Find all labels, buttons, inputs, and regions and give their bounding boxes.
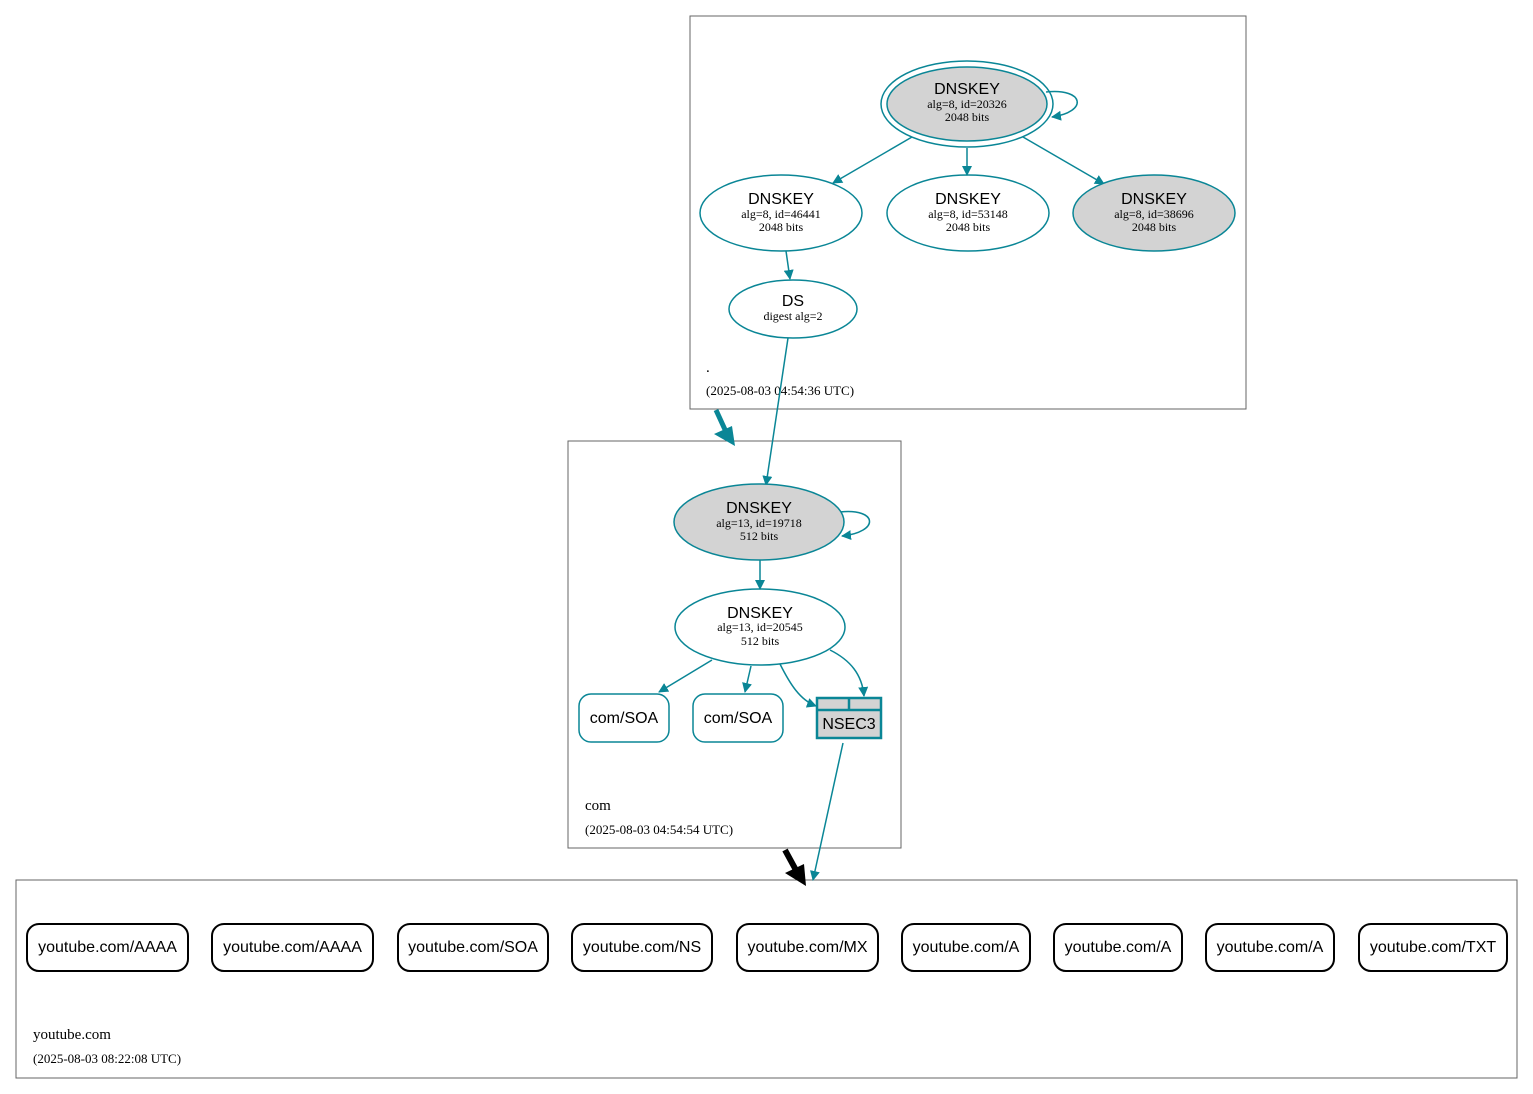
node-title: DNSKEY [935, 191, 1001, 208]
node-label: com/SOA [704, 710, 773, 727]
record-label: youtube.com/AAAA [38, 939, 177, 956]
node-title: DS [782, 293, 804, 310]
node-detail: 512 bits [741, 634, 780, 648]
delegation-com-to-youtube [782, 848, 806, 886]
node-detail: alg=8, id=38696 [1114, 207, 1194, 221]
edge-root-ksk-self [1045, 90, 1078, 121]
edge-com-zsk-to-soa2 [742, 665, 752, 693]
zone-com-box [567, 440, 902, 849]
node-title: DNSKEY [727, 605, 793, 622]
node-root-dnskey-38696[interactable]: DNSKEY alg=8, id=38696 2048 bits [1072, 174, 1236, 252]
node-title: DNSKEY [726, 500, 792, 517]
record-node[interactable]: youtube.com/SOA [397, 923, 549, 972]
record-node[interactable]: youtube.com/A [1053, 923, 1183, 972]
node-com-nsec3[interactable]: NSEC3 [815, 696, 883, 740]
edge-com-ksk-self [839, 510, 871, 541]
zone-youtube-timestamp: (2025-08-03 08:22:08 UTC) [33, 1051, 181, 1066]
node-detail: 512 bits [740, 529, 779, 543]
zone-youtube: youtube.com (2025-08-03 08:22:08 UTC) [15, 879, 1518, 1079]
zone-youtube-name: youtube.com [33, 1027, 111, 1043]
node-detail: 2048 bits [1132, 220, 1177, 234]
node-root-dnskey-53148[interactable]: DNSKEY alg=8, id=53148 2048 bits [886, 174, 1050, 252]
node-root-dnskey-20326[interactable]: DNSKEY alg=8, id=20326 2048 bits [880, 60, 1054, 148]
edges [658, 90, 1105, 881]
edge-com-zsk-to-nsec3-a [779, 663, 817, 708]
node-detail: digest alg=2 [763, 309, 822, 323]
edge-root-ksk-to-38696 [1022, 136, 1105, 185]
edge-ds-to-com-ksk [762, 337, 789, 486]
edge-root-ksk-to-46441 [832, 136, 913, 184]
node-detail: 2048 bits [759, 220, 804, 234]
record-node[interactable]: youtube.com/AAAA [26, 923, 189, 972]
edge-com-zsk-to-nsec3-b [829, 649, 869, 697]
node-com-dnskey-19718[interactable]: DNSKEY alg=13, id=19718 512 bits [673, 483, 845, 561]
node-detail: alg=13, id=20545 [717, 620, 803, 634]
edge-com-zsk-to-soa1 [658, 659, 713, 693]
delegation-root-to-com [713, 408, 735, 446]
node-detail: 2048 bits [945, 110, 990, 124]
edge-46441-to-ds [783, 250, 794, 280]
node-title: DNSKEY [934, 81, 1000, 98]
node-detail: alg=13, id=19718 [716, 516, 802, 530]
node-detail: alg=8, id=20326 [927, 97, 1007, 111]
record-node[interactable]: youtube.com/A [901, 923, 1031, 972]
edge-nsec3-to-youtube [810, 742, 844, 881]
node-root-ds[interactable]: DS digest alg=2 [728, 279, 858, 339]
zone-com-name: com [585, 798, 611, 814]
node-label: com/SOA [590, 710, 659, 727]
record-label: youtube.com/A [1217, 939, 1324, 956]
record-node[interactable]: youtube.com/TXT [1358, 923, 1508, 972]
node-title: DNSKEY [748, 191, 814, 208]
record-node[interactable]: youtube.com/A [1205, 923, 1335, 972]
node-detail: alg=8, id=46441 [741, 207, 821, 221]
zone-youtube-box [15, 879, 1518, 1079]
node-title: DNSKEY [1121, 191, 1187, 208]
record-label: youtube.com/NS [583, 939, 701, 956]
zone-com-timestamp: (2025-08-03 04:54:54 UTC) [585, 822, 733, 837]
zone-com: com (2025-08-03 04:54:54 UTC) [567, 440, 902, 849]
node-com-soa-2[interactable]: com/SOA [692, 693, 784, 743]
node-detail: 2048 bits [946, 220, 991, 234]
zone-root-name: . [706, 360, 710, 376]
youtube-records: youtube.com/AAAA youtube.com/AAAA youtub… [26, 923, 1508, 972]
node-label: NSEC3 [822, 716, 875, 733]
record-label: youtube.com/A [1065, 939, 1172, 956]
record-label: youtube.com/TXT [1370, 939, 1497, 956]
record-node[interactable]: youtube.com/AAAA [211, 923, 374, 972]
zone-root-box [689, 15, 1247, 410]
record-node[interactable]: youtube.com/NS [571, 923, 713, 972]
node-root-dnskey-46441[interactable]: DNSKEY alg=8, id=46441 2048 bits [699, 174, 863, 252]
node-detail: alg=8, id=53148 [928, 207, 1008, 221]
record-node[interactable]: youtube.com/MX [736, 923, 879, 972]
record-label: youtube.com/SOA [408, 939, 538, 956]
record-label: youtube.com/AAAA [223, 939, 362, 956]
node-com-dnskey-20545[interactable]: DNSKEY alg=13, id=20545 512 bits [674, 588, 846, 666]
record-label: youtube.com/MX [747, 939, 867, 956]
record-label: youtube.com/A [913, 939, 1020, 956]
node-com-soa-1[interactable]: com/SOA [578, 693, 670, 743]
